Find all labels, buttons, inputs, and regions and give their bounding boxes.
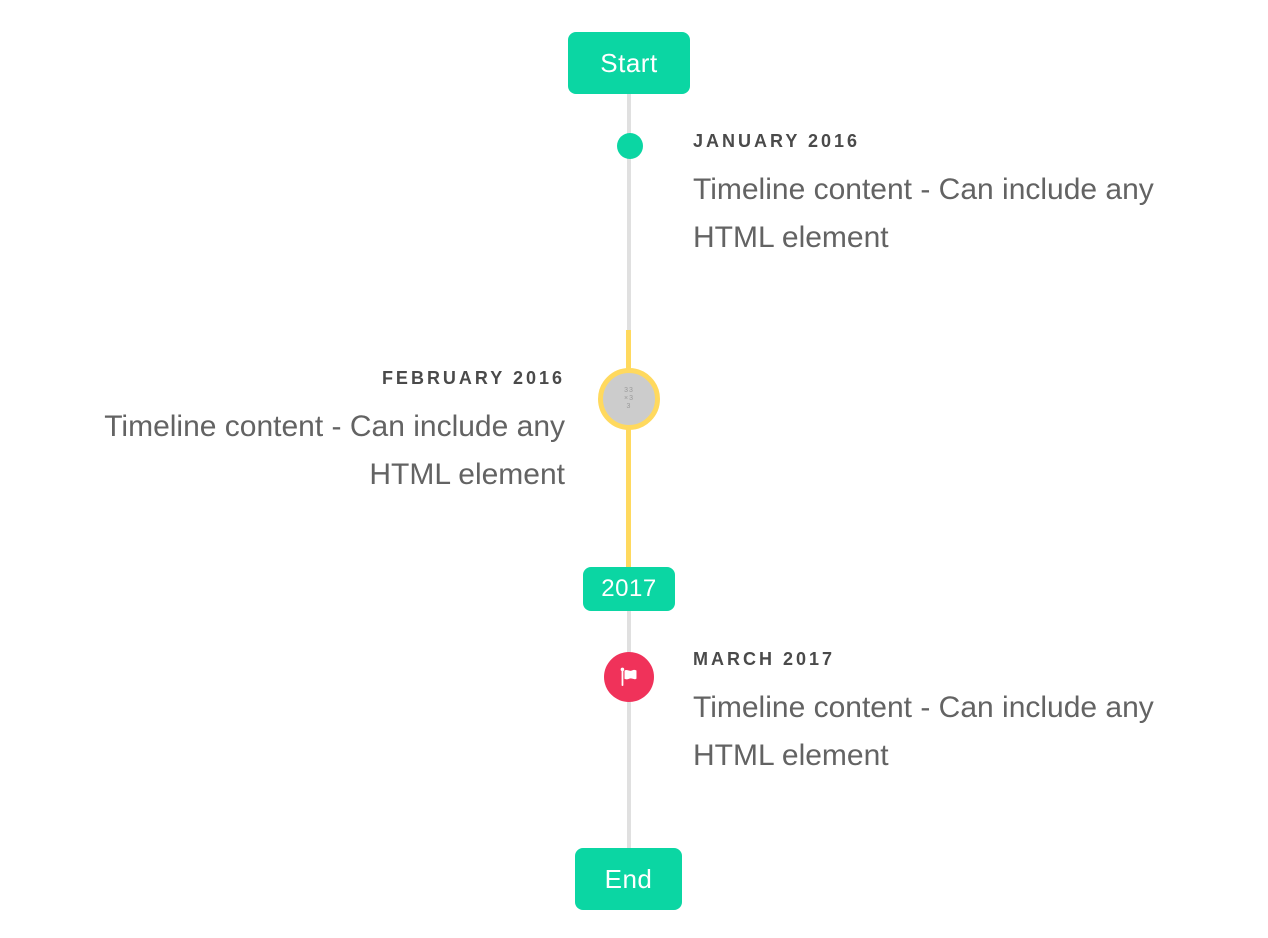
image-placeholder-text: 33×33: [624, 387, 634, 410]
flag-icon: [617, 665, 642, 690]
marker-flag-march[interactable]: [604, 652, 654, 702]
timeline-year-badge: 2017: [583, 567, 675, 611]
timeline-end-label: End: [604, 863, 653, 894]
marker-image-placeholder-february[interactable]: 33×33: [598, 368, 660, 430]
item-body: Timeline content - Can include any HTML …: [104, 410, 565, 491]
item-title: FEBRUARY 2016: [381, 368, 565, 388]
timeline-year-label: 2017: [601, 575, 657, 602]
timeline-item-march: MARCH 2017 Timeline content - Can includ…: [693, 649, 1233, 780]
item-title: MARCH 2017: [693, 649, 836, 669]
item-title: JANUARY 2016: [693, 131, 861, 151]
timeline-highlight-segment: [626, 330, 631, 567]
item-body: Timeline content - Can include any HTML …: [693, 173, 1154, 254]
timeline-item-january: JANUARY 2016 Timeline content - Can incl…: [693, 131, 1233, 262]
timeline-start-badge: Start: [568, 32, 690, 94]
timeline-start-label: Start: [600, 47, 658, 78]
timeline-item-february: FEBRUARY 2016 Timeline content - Can inc…: [25, 368, 565, 499]
marker-dot-january[interactable]: [617, 133, 643, 159]
timeline-end-badge: End: [575, 848, 682, 910]
item-body: Timeline content - Can include any HTML …: [693, 691, 1154, 772]
